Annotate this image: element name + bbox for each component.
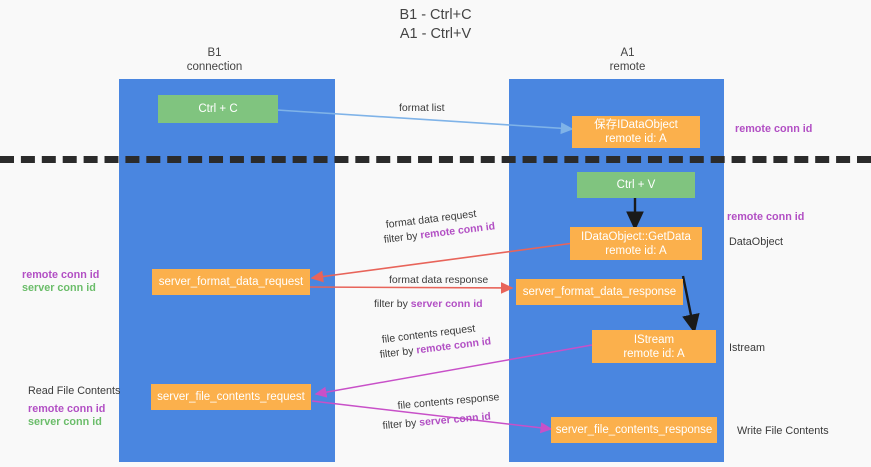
side-label-left-remote-conn-id-mid: remote conn id [22, 269, 100, 281]
filter-prefix: filter by [382, 416, 420, 432]
page-title: B1 - Ctrl+C A1 - Ctrl+V [399, 7, 472, 42]
node-ctrl-c[interactable]: Ctrl + C [158, 95, 278, 123]
edge-label-format-data-response-filter: filter by server conn id [374, 297, 483, 312]
side-label-remote-conn-id-mid: remote conn id [727, 211, 805, 223]
side-label-dataobject: DataObject [729, 236, 784, 248]
side-label-write-file-contents: Write File Contents [737, 425, 829, 437]
node-server-format-data-request[interactable]: server_format_data_request [152, 269, 310, 295]
filter-prefix: filter by [379, 344, 418, 361]
node-getdata[interactable]: IDataObject::GetData remote id: A [570, 227, 702, 260]
filter-prefix: filter by [383, 229, 422, 246]
side-label-istream: Istream [729, 342, 765, 354]
section-divider [0, 156, 871, 163]
node-save-idataobject[interactable]: 保存IDataObject remote id: A [572, 116, 700, 148]
filter-key-server-conn-id: server conn id [410, 298, 483, 310]
lane-header-b1: B1 connection [186, 47, 243, 73]
node-istream[interactable]: IStream remote id: A [592, 330, 716, 363]
filter-key-server-conn-id: server conn id [418, 410, 492, 429]
node-server-file-contents-request[interactable]: server_file_contents_request [151, 384, 311, 410]
filter-prefix: filter by [374, 298, 411, 310]
side-label-remote-conn-id-top: remote conn id [735, 123, 813, 135]
side-label-read-file-contents: Read File Contents [28, 385, 121, 397]
side-label-left-remote-conn-id-bottom: remote conn id [28, 403, 106, 415]
lane-header-a1: A1 remote [609, 47, 646, 73]
node-server-file-contents-response[interactable]: server_file_contents_response [551, 417, 717, 443]
side-label-left-server-conn-id-bottom: server conn id [28, 416, 102, 428]
node-ctrl-v[interactable]: Ctrl + V [577, 172, 695, 198]
side-label-left-server-conn-id-mid: server conn id [22, 282, 96, 294]
edge-label-format-data-response: format data response [389, 274, 489, 286]
edge-label-format-list: format list [399, 102, 445, 114]
node-server-format-data-response[interactable]: server_format_data_response [516, 279, 683, 305]
